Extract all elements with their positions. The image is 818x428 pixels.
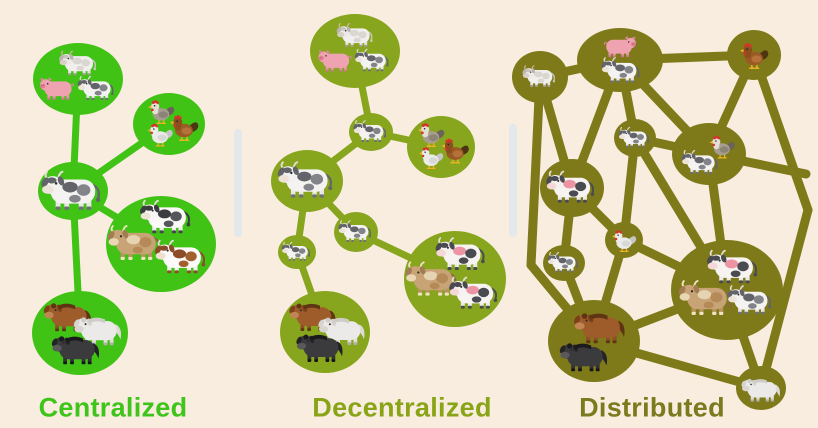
cow-gray-icon [277,161,333,198]
network-distributed [512,28,813,410]
cow-bw-icon [140,199,191,234]
label-decentralized: Decentralized [312,392,492,423]
label-centralized: Centralized [38,392,188,423]
horse-black-icon [559,343,608,372]
network-edge [756,205,813,393]
cow-brown-icon [155,239,206,274]
farm-node-decentralized-A [310,14,400,88]
network-decentralized [271,14,506,373]
network-centralized [32,43,216,375]
rooster-icon [441,138,469,164]
cow-pink-icon [449,276,498,309]
horse-white-icon [741,378,780,402]
hen-gray-icon [709,135,735,159]
goat-icon [336,22,373,47]
cow-gray-icon [353,120,387,142]
network-edge [749,50,813,215]
cow-tan-icon [405,261,457,296]
farm-node-distributed-B [577,28,663,92]
cow-gray-icon [681,149,718,174]
chicken-white-icon [611,230,637,253]
goat-icon [522,65,556,87]
cow-gray-icon [41,170,101,210]
cow-pink-icon [435,237,485,270]
cow-gray-icon [281,241,311,261]
farm-node-distributed-E [672,123,746,185]
goat-icon [59,50,97,76]
cow-gray-icon [618,126,650,148]
horse-black-icon [296,334,343,362]
cow-pink-icon [546,170,595,203]
network-edge [526,72,545,270]
cow-gray-icon [547,251,579,273]
cow-tan-icon [107,225,161,260]
horse-black-icon [51,336,100,365]
cow-tan-icon [678,280,732,315]
rooster-icon [169,115,199,141]
label-distributed: Distributed [579,392,725,423]
cow-gray-icon [77,75,114,100]
hen-gray-icon [417,123,445,147]
chicken-white-icon [147,123,173,147]
rooster-icon [739,43,769,69]
cow-gray-icon [601,57,640,83]
pig-icon [39,77,75,100]
farm-node-centralized-A [33,43,123,115]
horse-white-icon [73,317,122,346]
pig-icon [318,49,352,72]
panel-divider [509,124,517,237]
hen-gray-icon [147,100,175,124]
horse-brown-icon [574,313,625,344]
cow-gray-icon [727,285,772,315]
panel-divider [234,129,242,237]
cow-gray-icon [338,220,372,242]
cow-pink-icon [707,249,758,284]
cow-gray-icon [354,48,389,72]
chicken-white-icon [418,147,444,170]
pig-icon [603,35,636,58]
horse-white-icon [318,317,365,345]
